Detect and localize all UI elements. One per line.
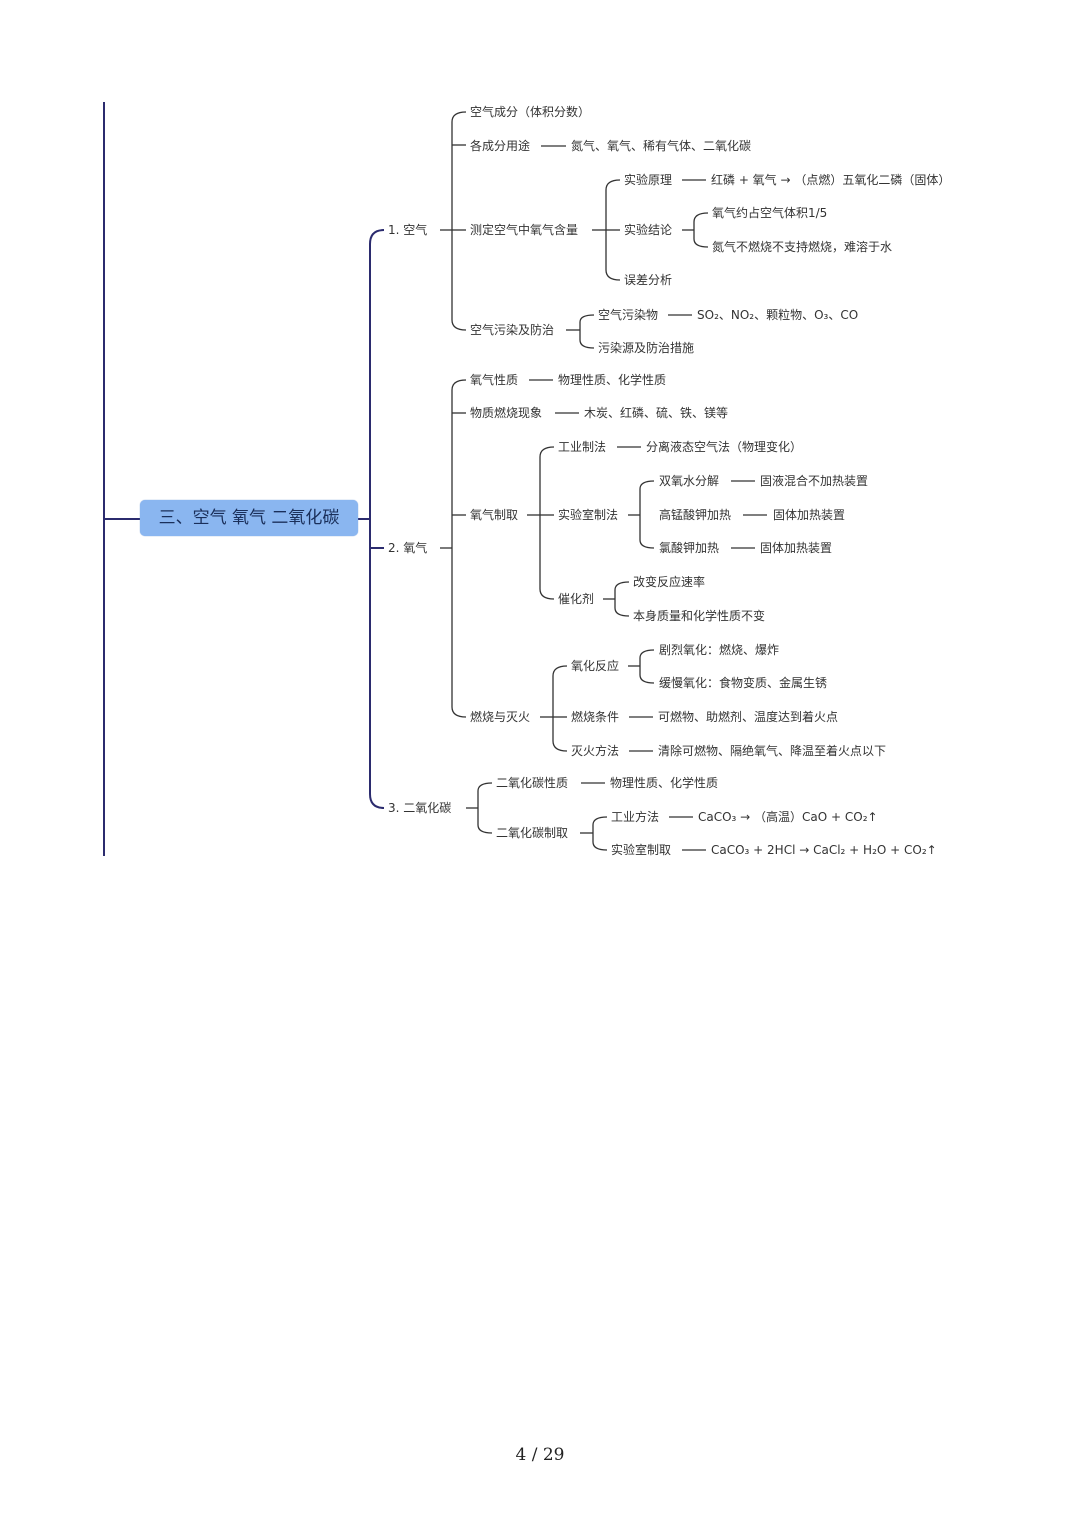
page-number: 4 / 29 (515, 1445, 565, 1465)
co2-prep[interactable]: 二氧化碳制取 (496, 826, 569, 840)
air-measure[interactable]: 测定空气中氧气含量 (470, 223, 579, 237)
oxygen-industrial-detail[interactable]: 分离液态空气法（物理变化） (646, 440, 803, 454)
oxygen-catalyst-2[interactable]: 本身质量和化学性质不变 (633, 609, 766, 623)
oxygen-properties[interactable]: 氧气性质 (470, 373, 519, 387)
co2-lab[interactable]: 实验室制取 (611, 843, 672, 857)
air-pollutants[interactable]: 空气污染物 (598, 308, 659, 322)
oxygen-extinguish-detail[interactable]: 清除可燃物、隔绝氧气、降温至着火点以下 (658, 744, 887, 758)
air-conclusion[interactable]: 实验结论 (624, 223, 673, 237)
oxygen-lab-h2o2[interactable]: 双氧水分解 (659, 474, 720, 488)
air-pollution[interactable]: 空气污染及防治 (470, 323, 555, 337)
air-conclusion-1[interactable]: 氧气约占空气体积1/5 (712, 206, 828, 220)
oxygen-catalyst[interactable]: 催化剂 (558, 592, 595, 606)
air-principle-detail[interactable]: 红磷 + 氧气 → （点燃）五氧化二磷（固体） (711, 173, 951, 187)
oxygen-lab-kclo3[interactable]: 氯酸钾加热 (659, 541, 720, 555)
oxygen-catalyst-1[interactable]: 改变反应速率 (633, 575, 706, 589)
air-pollutants-detail[interactable]: SO₂、NO₂、颗粒物、O₃、CO (697, 308, 859, 322)
oxygen-industrial[interactable]: 工业制法 (558, 440, 607, 454)
topic-co2[interactable]: 3. 二氧化碳 (388, 801, 452, 815)
air-error[interactable]: 误差分析 (624, 273, 673, 287)
air-uses-detail[interactable]: 氮气、氧气、稀有气体、二氧化碳 (571, 139, 752, 153)
air-composition[interactable]: 空气成分（体积分数） (470, 105, 591, 119)
co2-properties-detail[interactable]: 物理性质、化学性质 (610, 776, 719, 790)
oxygen-properties-detail[interactable]: 物理性质、化学性质 (558, 373, 667, 387)
root-topic[interactable]: 三、空气 氧气 二氧化碳 (140, 500, 358, 536)
oxygen-lab-kmno4-detail[interactable]: 固体加热装置 (773, 508, 846, 522)
oxygen-conditions[interactable]: 燃烧条件 (571, 710, 620, 724)
oxygen-burning[interactable]: 物质燃烧现象 (470, 406, 543, 420)
air-uses[interactable]: 各成分用途 (470, 139, 531, 153)
topic-air[interactable]: 1. 空气 (388, 223, 428, 237)
topic-oxygen[interactable]: 2. 氧气 (388, 541, 428, 555)
air-conclusion-2[interactable]: 氮气不燃烧不支持燃烧，难溶于水 (712, 240, 893, 254)
co2-industrial[interactable]: 工业方法 (611, 810, 660, 824)
oxygen-lab-h2o2-detail[interactable]: 固液混合不加热装置 (760, 474, 869, 488)
air-principle[interactable]: 实验原理 (624, 173, 673, 187)
oxygen-extinguish[interactable]: 灭火方法 (571, 744, 620, 758)
oxygen-oxidation[interactable]: 氧化反应 (571, 659, 620, 673)
co2-industrial-detail[interactable]: CaCO₃ → （高温）CaO + CO₂↑ (698, 810, 878, 824)
oxygen-conditions-detail[interactable]: 可燃物、助燃剂、温度达到着火点 (658, 710, 839, 724)
oxygen-lab-kmno4[interactable]: 高锰酸钾加热 (659, 508, 732, 522)
oxygen-oxidation-2[interactable]: 缓慢氧化：食物变质、金属生锈 (659, 676, 828, 690)
oxygen-burning-detail[interactable]: 木炭、红磷、硫、铁、镁等 (584, 406, 729, 420)
co2-lab-detail[interactable]: CaCO₃ + 2HCl → CaCl₂ + H₂O + CO₂↑ (711, 843, 937, 857)
oxygen-lab-kclo3-detail[interactable]: 固体加热装置 (760, 541, 833, 555)
oxygen-combustion[interactable]: 燃烧与灭火 (470, 710, 531, 724)
co2-properties[interactable]: 二氧化碳性质 (496, 776, 569, 790)
oxygen-lab[interactable]: 实验室制法 (558, 508, 619, 522)
air-sources[interactable]: 污染源及防治措施 (598, 341, 695, 355)
oxygen-prep[interactable]: 氧气制取 (470, 508, 519, 522)
oxygen-oxidation-1[interactable]: 剧烈氧化：燃烧、爆炸 (659, 643, 780, 657)
